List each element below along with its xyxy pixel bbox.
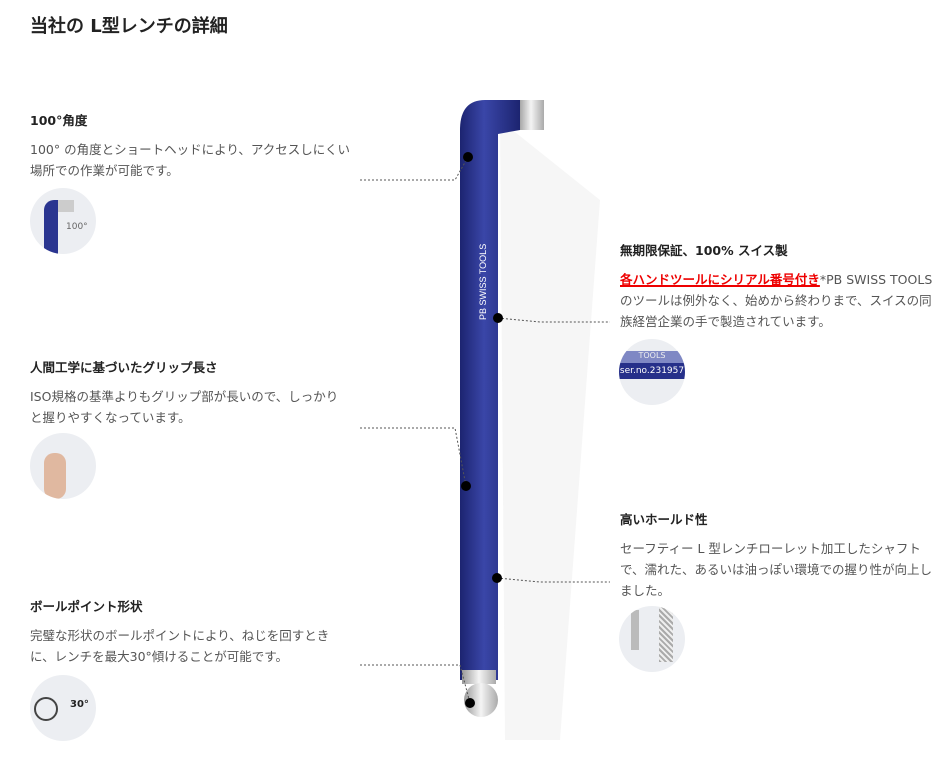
- page-title: 当社の L型レンチの詳細: [30, 16, 228, 37]
- feature-heading: 高いホールド性: [620, 512, 708, 527]
- serial-thumbnail: TOOLS ser.no.231957: [619, 339, 685, 405]
- angle-thumbnail: 100°: [30, 188, 96, 254]
- callout-dot: [463, 152, 473, 162]
- wrench-body: [460, 100, 520, 680]
- feature-body: 完璧な形状のボールポイントにより、ねじを回すときに、レンチを最大30°傾けること…: [30, 628, 330, 664]
- callout-dot: [492, 573, 502, 583]
- callout-dot: [465, 698, 475, 708]
- callout-dot: [493, 313, 503, 323]
- feature-body: ISO規格の基準よりもグリップ部が長いので、しっかりと握りやすくなっています。: [30, 389, 339, 425]
- feature-heading: 100°角度: [30, 113, 88, 128]
- feature-grip-hold: 高いホールド性 セーフティー L 型レンチローレット加工したシャフトで、濡れた、…: [620, 509, 940, 601]
- feature-ballpoint: ボールポイント形状 完璧な形状のボールポイントにより、ねじを回すときに、レンチを…: [30, 596, 350, 667]
- feature-grip: 人間工学に基づいたグリップ長さ ISO規格の基準よりもグリップ部が長いので、しっ…: [30, 357, 350, 428]
- wrench-brand: PB SWISS TOOLS: [478, 244, 488, 320]
- feature-body: セーフティー L 型レンチローレット加工したシャフトで、濡れた、あるいは油っぽい…: [620, 541, 933, 598]
- feature-heading: ボールポイント形状: [30, 599, 143, 614]
- wrench-ball-end: [464, 683, 498, 717]
- knurl-thumbnail: [619, 606, 685, 672]
- grip-thumbnail: [30, 433, 96, 499]
- feature-body: *PB SWISS TOOLSのツールは例外なく、始めから終わりまで、スイスの同…: [620, 272, 933, 329]
- wrench-short-tip: [518, 100, 544, 130]
- serial-number-link[interactable]: 各ハンドツールにシリアル番号付き: [620, 272, 820, 287]
- feature-heading: 人間工学に基づいたグリップ長さ: [30, 360, 218, 375]
- feature-warranty: 無期限保証、100% スイス製 各ハンドツールにシリアル番号付き*PB SWIS…: [620, 240, 940, 332]
- ballpoint-thumbnail: 30°: [30, 675, 96, 741]
- feature-angle: 100°角度 100° の角度とショートヘッドにより、アクセスしにくい場所での作…: [30, 110, 350, 181]
- feature-body: 100° の角度とショートヘッドにより、アクセスしにくい場所での作業が可能です。: [30, 142, 350, 178]
- feature-heading: 無期限保証、100% スイス製: [620, 243, 788, 258]
- callout-dot: [461, 481, 471, 491]
